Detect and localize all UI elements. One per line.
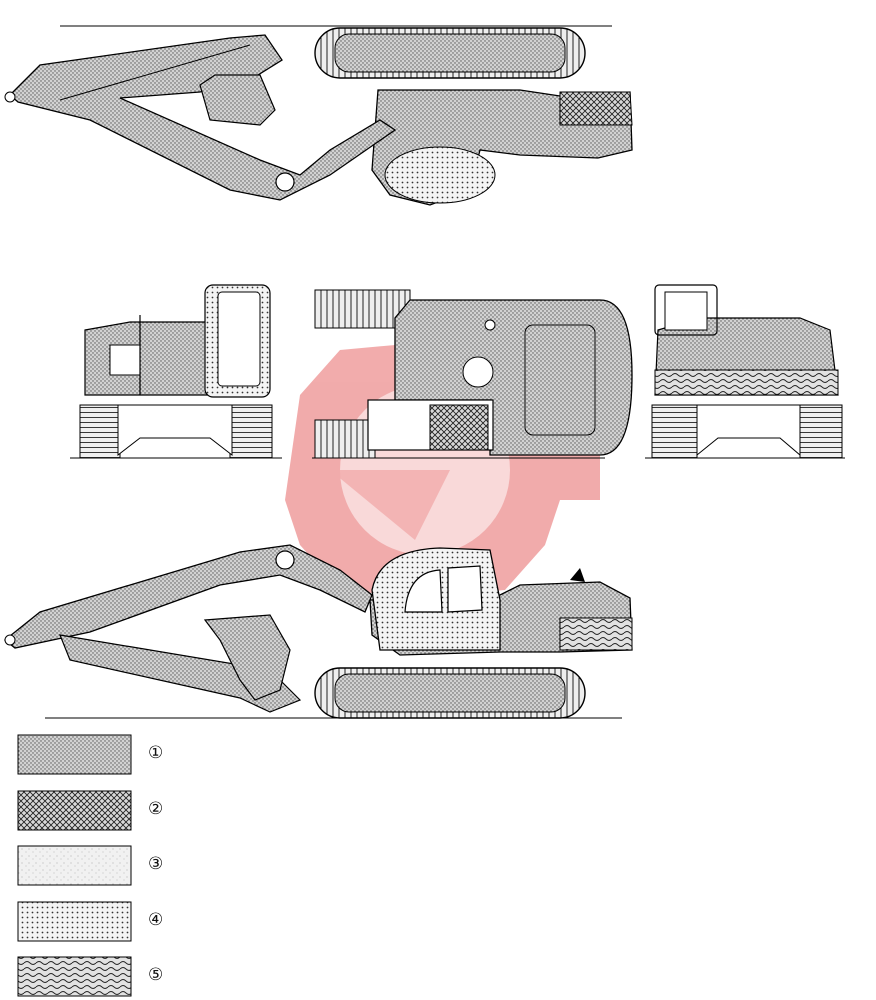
top-view	[4, 25, 633, 206]
legend-swatch-2	[17, 790, 132, 831]
legend-swatch-1	[17, 734, 132, 775]
legend-swatch-4	[17, 901, 132, 942]
plan-view	[312, 289, 633, 459]
front-view	[645, 284, 845, 459]
legend	[17, 734, 132, 997]
legend-marker-1: ①	[148, 743, 164, 763]
side-view	[3, 544, 633, 719]
legend-marker-4: ④	[148, 910, 164, 930]
rear-view	[70, 284, 282, 459]
legend-marker-5: ⑤	[148, 965, 164, 985]
legend-marker-3: ③	[148, 854, 164, 874]
legend-swatch-3	[17, 845, 132, 886]
legend-swatch-5	[17, 956, 132, 997]
legend-marker-2: ②	[148, 799, 164, 819]
